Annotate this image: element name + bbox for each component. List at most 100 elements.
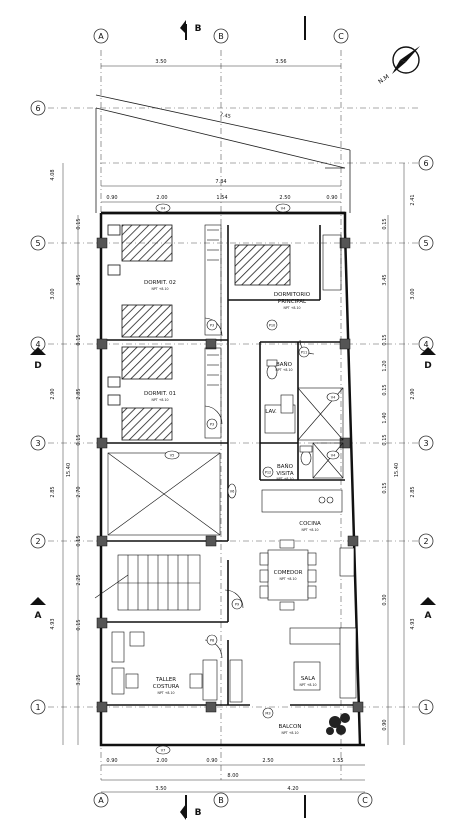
plant-icon [326,713,350,735]
dim-left-inner-4: 2.85 [76,388,82,399]
bath-fixtures [261,359,355,577]
section-markers [30,16,436,820]
north-arrow-icon: N.M [377,46,420,86]
room-label-dormitorio-principal: DORMITORIO [274,292,311,298]
axis-label-4-right: 4 [423,340,428,349]
sofa-set [289,627,357,699]
dim-right-inner-9: 0.30 [382,594,388,605]
dim-right-3: 2.90 [410,388,416,399]
axis-label-a-top: A [98,32,104,41]
window-tag: V4 [331,454,336,458]
section-d-right-label: D [424,361,431,371]
room-level-dormit-02: NPT +8.10 [151,287,168,291]
dim-right-2: 3.00 [410,288,416,299]
dim-top-inner-1: 0.90 [106,195,117,201]
dim-top-inner-2: 2.00 [156,195,167,201]
room-label-taller-2: COSTURA [153,684,180,690]
dim-top-total: 7.34 [215,179,226,185]
section-a-left-label: A [35,611,42,621]
axis-label-4-left: 4 [35,340,40,349]
dim-left-1: 4.08 [50,169,56,180]
dim-bottom-total: 8.00 [227,773,238,779]
dim-left-4: 2.85 [50,486,56,497]
dim-left-inner-7: 0.15 [76,535,82,546]
door-tag: P8 [210,639,214,643]
dim-bottom-inner-4: 2.50 [262,758,273,764]
dim-top-inner-5: 0.90 [326,195,337,201]
dim-bottom-2: 4.20 [287,786,298,792]
axis-label-c-bottom: C [362,796,368,805]
stair [94,554,201,611]
window-tag: V4 [281,207,286,211]
dim-right-1: 2.41 [410,194,416,205]
dim-left-5: 4.93 [50,618,56,629]
dim-left-inner-5: 0.15 [76,434,82,445]
door-tag: P12 [265,471,272,475]
dim-left-total: 15.40 [66,463,72,477]
room-label-taller: TALLER [155,677,176,683]
room-label-balcon: BALCON [279,724,302,730]
dim-right-inner-7: 0.15 [382,434,388,445]
dim-bottom-inner-2: 2.00 [156,758,167,764]
axis-bubbles [30,28,434,808]
sewing-furniture [111,631,243,703]
dim-right-5: 4.93 [410,618,416,629]
axis-label-c-top: C [338,32,344,41]
north-label: N.M [377,73,390,85]
room-level-dormit-01: NPT +8.10 [151,398,168,402]
section-b-bottom-label: B [195,808,202,818]
axis-label-5-left: 5 [35,239,40,248]
tag-shapes [155,203,340,755]
room-label-dormitorio-principal-2: PRINCIPAL [278,299,307,305]
dim-left-inner-8: 2.25 [76,574,82,585]
dim-left-inner-9: 0.15 [76,619,82,630]
room-label-sala: SALA [301,676,316,682]
dim-top-inner-3: 1.54 [216,195,227,201]
window-tag: V4 [161,207,166,211]
room-level-bano: NPT +8.10 [275,368,292,372]
axis-label-a-bottom: A [98,796,104,805]
room-level-balcon: NPT +8.10 [281,731,298,735]
dim-top-1: 3.50 [155,59,166,65]
room-level-cocina: NPT +8.10 [301,528,318,532]
axis-label-b-top: B [218,32,224,41]
door-tag: P9 [235,603,239,607]
axis-label-6-left: 6 [35,104,40,113]
door-tag: P3 [210,423,214,427]
dim-right-inner-4: 1.20 [382,360,388,371]
dim-right-inner-6: 1.40 [382,412,388,423]
axis-label-2-left: 2 [35,537,40,546]
axis-label-5-right: 5 [423,239,428,248]
site-boundary [95,94,351,213]
dim-left-3: 2.90 [50,388,56,399]
room-label-comedor: COMEDOR [274,570,303,576]
axis-label-6-right: 6 [423,159,428,168]
dim-left-inner-1: 0.15 [76,218,82,229]
room-level-sala: NPT +8.10 [299,683,316,687]
dim-left-6: 3.25 [76,674,82,685]
dim-diagonal: 7.45 [219,112,231,120]
dim-right-total: 15.40 [394,463,400,477]
door-tag: P11 [301,351,308,355]
section-d-left-label: D [34,361,41,371]
window-tag: V7 [161,749,166,753]
dim-right-inner-3: 0.15 [382,334,388,345]
dining-set [259,539,317,611]
dim-bottom-inner-1: 0.90 [106,758,117,764]
beds [107,224,291,441]
room-level-taller: NPT +8.10 [157,691,174,695]
window-tag: V6 [230,490,235,494]
room-level-comedor: NPT +8.10 [279,577,296,581]
dim-bottom-inner-3: 0.90 [206,758,217,764]
dim-left-inner-2: 3.45 [76,274,82,285]
room-level-dormitorio-principal: NPT +8.10 [283,306,300,310]
axis-label-1-left: 1 [35,703,40,712]
dim-right-inner-10: 0.90 [382,719,388,730]
window-tag: V5 [170,454,175,458]
room-label-dormit-01: DORMIT. 01 [144,391,176,397]
room-label-lav: LAV. [265,409,277,415]
dim-bottom-inner-5: 1.55 [332,758,343,764]
room-level-bano-visita: NPT +8.10 [276,477,293,481]
room-label-bano: BAÑO [276,361,293,368]
